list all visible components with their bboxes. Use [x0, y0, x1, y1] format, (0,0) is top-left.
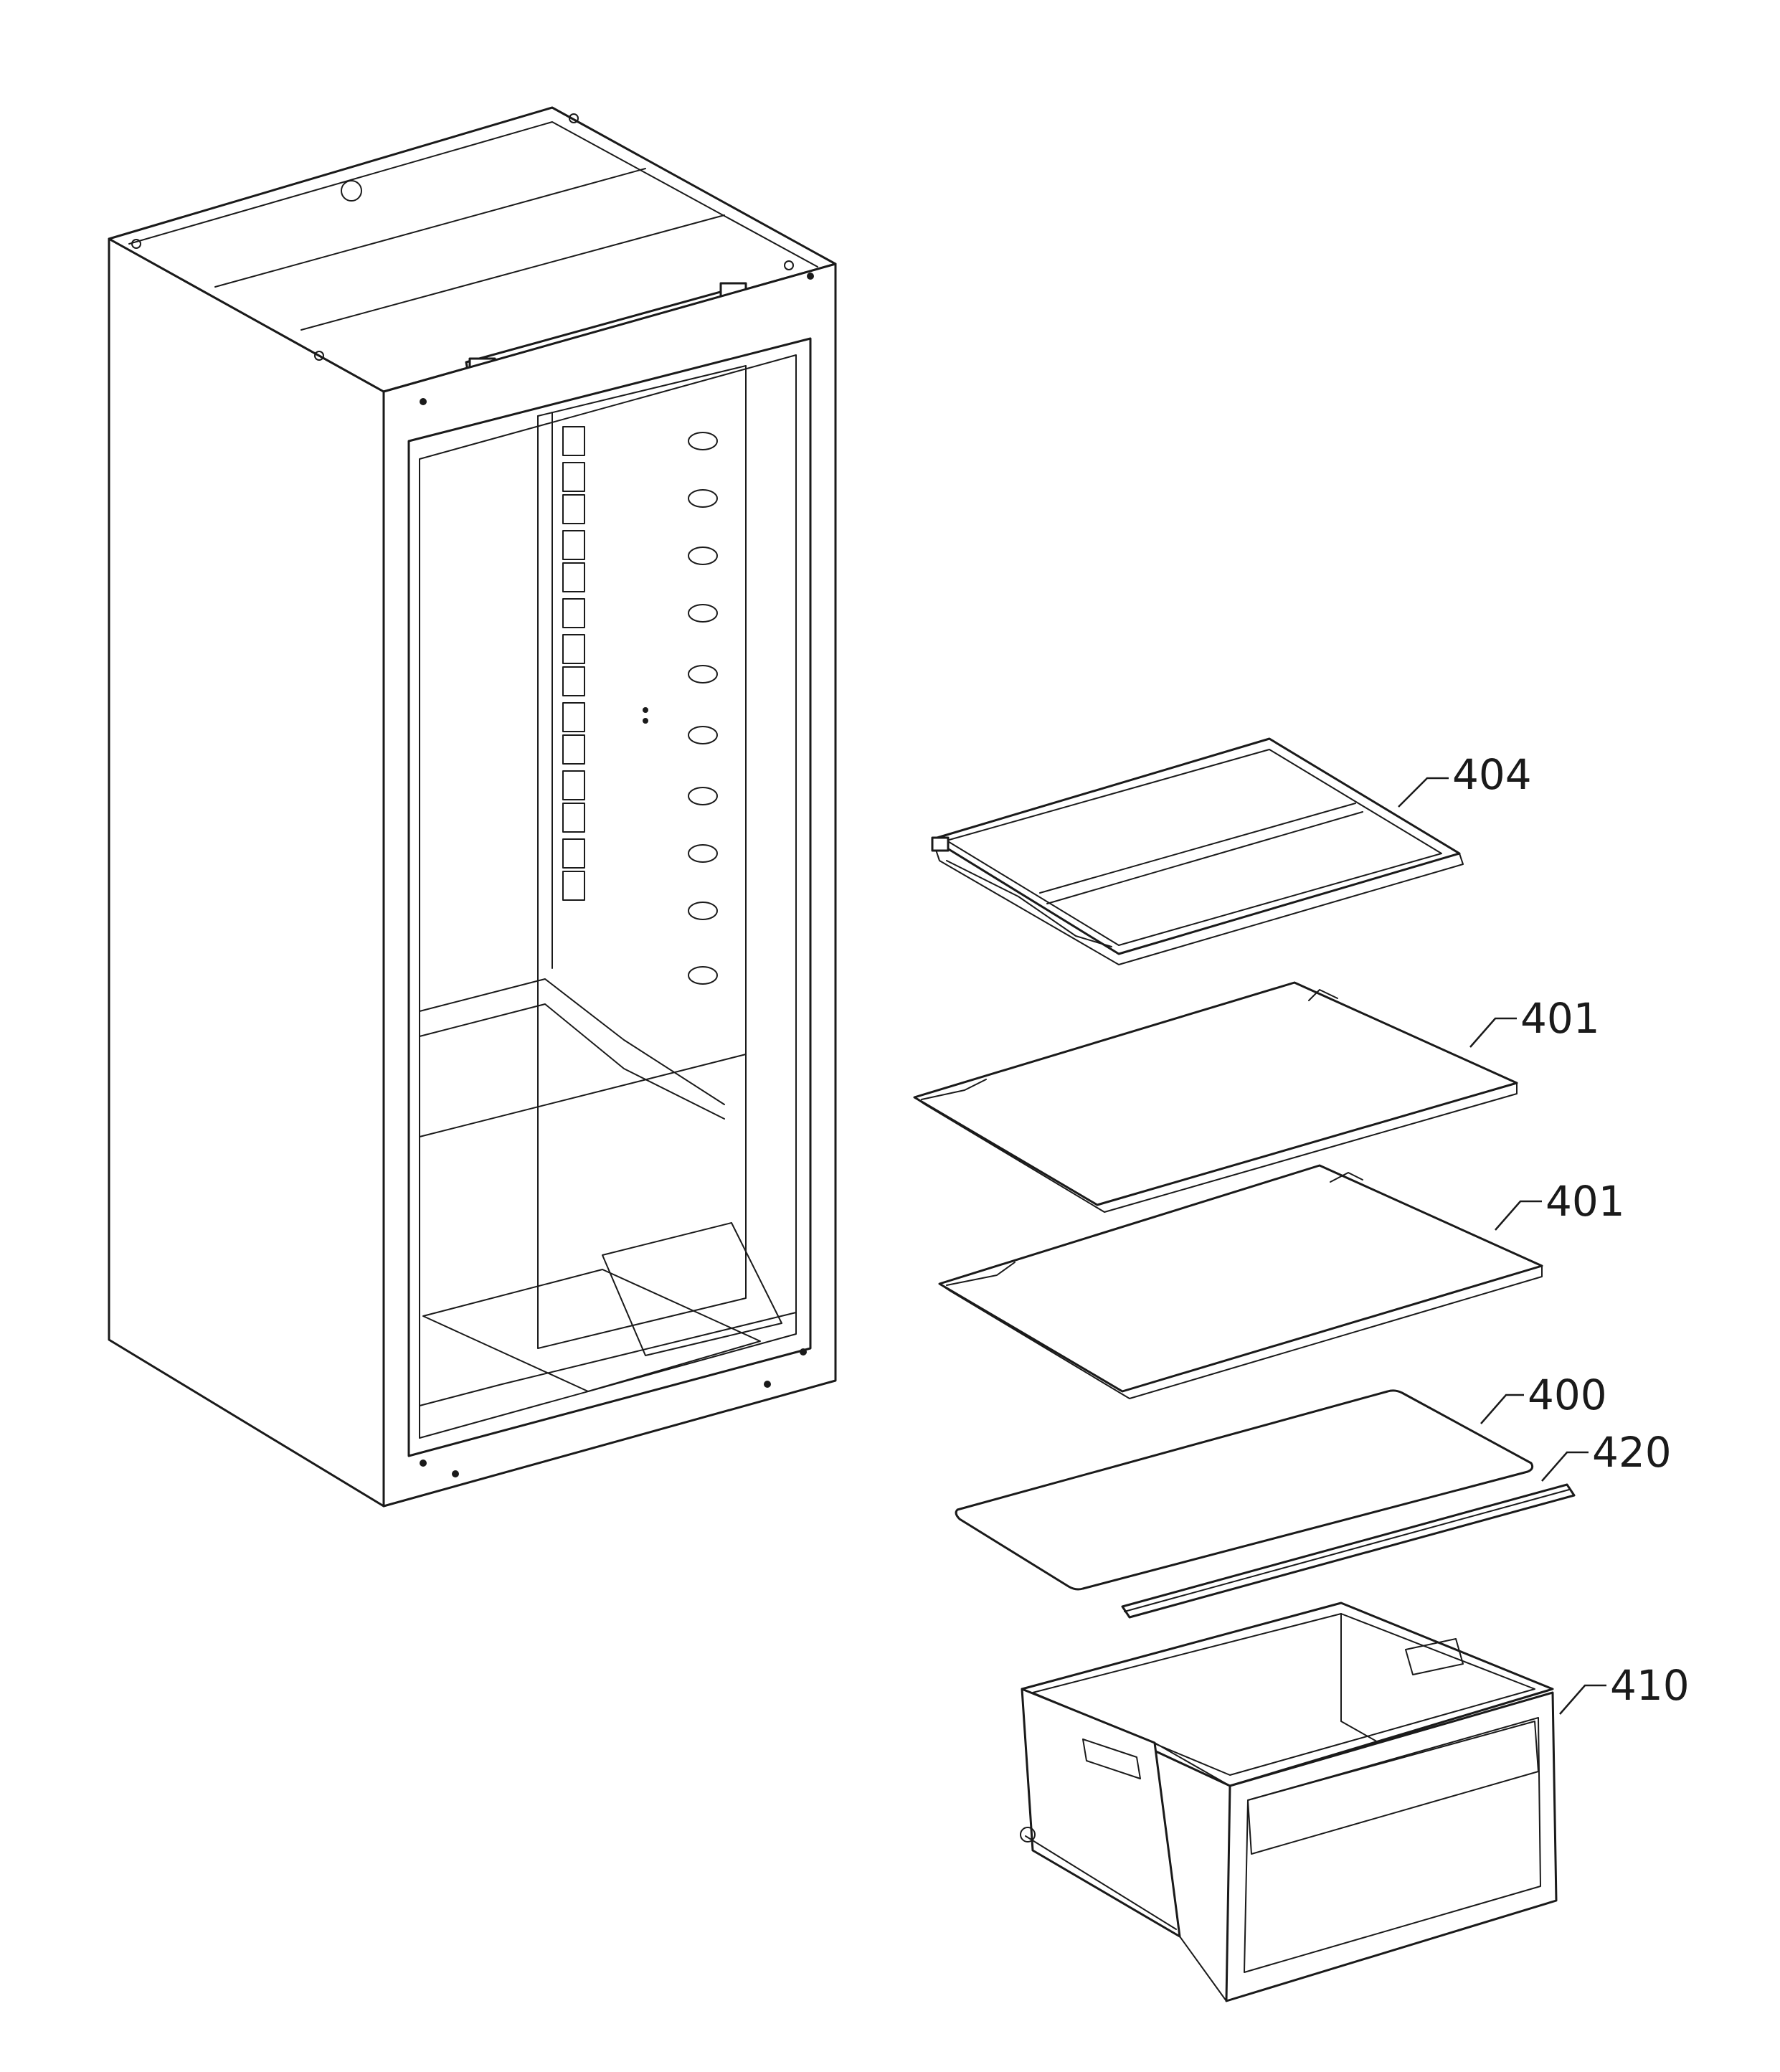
profile-strip-icon [1121, 1483, 1576, 1619]
callout-410: 410 [1559, 1661, 1690, 1715]
crisper-drawer-icon [1020, 1602, 1558, 2002]
callout-401b: 401 [1495, 1177, 1625, 1231]
callout-label-410: 410 [1610, 1661, 1690, 1710]
shelf-supports-right [688, 432, 718, 985]
callout-400: 400 [1480, 1371, 1607, 1424]
callout-label-420: 420 [1592, 1428, 1672, 1477]
callout-404: 404 [1398, 750, 1532, 808]
shelf-frame-icon [931, 737, 1464, 965]
callout-label-401b: 401 [1545, 1177, 1625, 1226]
crisper-cover-icon [955, 1389, 1534, 1591]
callout-420: 420 [1541, 1428, 1672, 1482]
callout-label-404: 404 [1452, 750, 1532, 799]
shelf-supports-left [562, 426, 585, 901]
callout-label-400: 400 [1528, 1371, 1607, 1419]
refrigerator-cabinet-icon [108, 106, 837, 1508]
glass-shelf-icon [913, 981, 1518, 1213]
callout-401a: 401 [1469, 994, 1600, 1048]
glass-shelf-icon-2 [938, 1164, 1543, 1399]
callout-label-401a: 401 [1520, 994, 1600, 1043]
